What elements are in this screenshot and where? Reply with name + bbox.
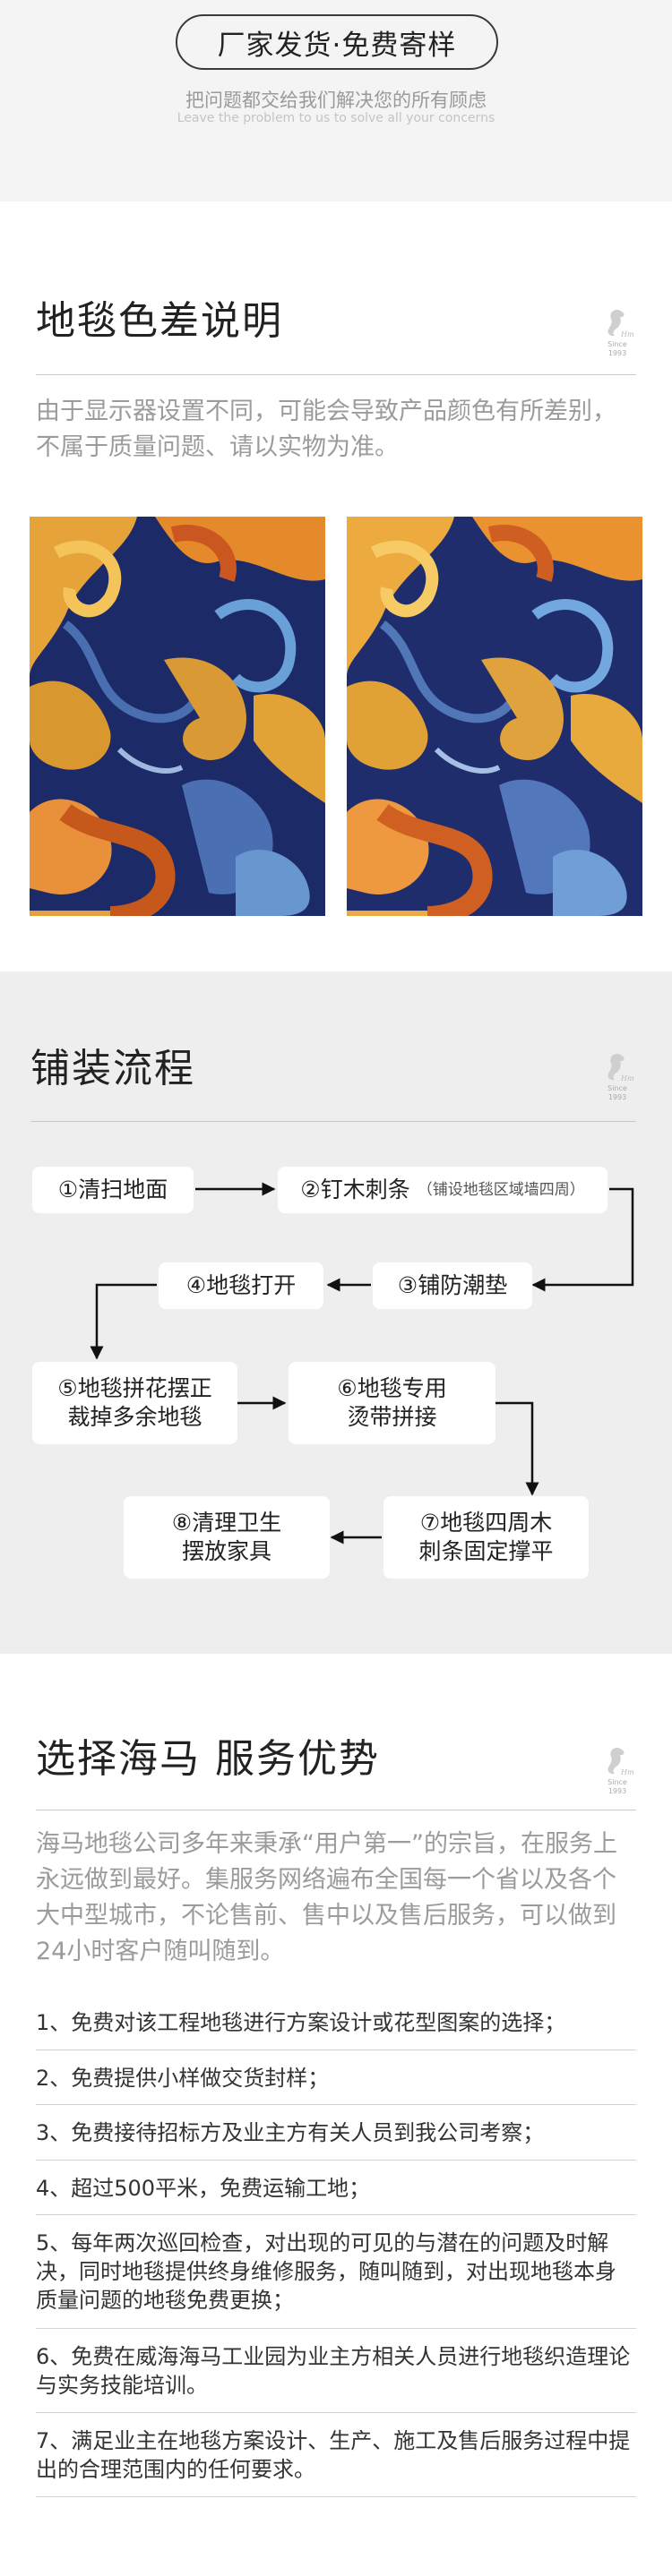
services-description: 海马地毯公司多年来秉承“用户第一”的宗旨，在服务上永远做到最好。集服务网络遍布全… — [36, 1830, 617, 1965]
color-diff-description: 由于显示器设置不同，可能会导致产品颜色有所差别，不属于质量问题、请以实物为准。 — [36, 398, 616, 461]
brand-logo: Hm Since 1993 — [598, 1744, 637, 1795]
flow-step-8: ⑧清理卫生 摆放家具 — [124, 1496, 330, 1579]
service-divider — [36, 2328, 636, 2329]
flow-step-5: ⑤地毯拼花摆正 裁掉多余地毯 — [32, 1362, 237, 1444]
banner-subtitle: 把问题都交给我们解决您的所有顾虑 — [185, 90, 487, 111]
logo-caption: Since 1993 — [607, 1084, 627, 1101]
banner-subtitle-en: Leave the problem to us to solve all you… — [177, 111, 495, 125]
service-divider — [36, 2214, 636, 2215]
flow-arrows — [90, 1182, 634, 1545]
flow-step-1: ①清扫地面 — [32, 1167, 194, 1213]
color-diff-title: 地毯色差说明 — [36, 298, 283, 344]
flow-step-7: ⑦地毯四周木 刺条固定撑平 — [383, 1496, 589, 1579]
service-item: 5、每年两次巡回检查，对出现的可见的与潜在的问题及时解决，同时地毯提供终身维修服… — [36, 2230, 616, 2313]
brand-logo: Hm Since 1993 — [598, 1050, 637, 1101]
service-item: 4、超过500平米，免费运输工地； — [36, 2176, 371, 2201]
logo-caption: Since 1993 — [607, 1778, 627, 1795]
flow-step-line2: 烫带拼接 — [347, 1404, 437, 1430]
free-sample-badge: 厂家发货·免费寄样 — [176, 14, 498, 70]
flow-step-6: ⑥地毯专用 烫带拼接 — [289, 1362, 495, 1444]
flow-step-line1: ⑧清理卫生 — [171, 1510, 282, 1536]
flow-step-note: （铺设地毯区域墙四周） — [417, 1181, 585, 1199]
install-section: 铺装流程 Hm Since 1993 — [0, 971, 672, 1654]
service-divider — [36, 2160, 636, 2161]
flow-step-line2: 裁掉多余地毯 — [67, 1404, 202, 1430]
brand-logo: Hm Since 1993 — [598, 306, 637, 357]
services-title: 选择海马 服务优势 — [36, 1736, 380, 1782]
flow-step-4: ④地毯打开 — [159, 1262, 323, 1309]
section-divider — [30, 1121, 636, 1122]
logo-caption: Since 1993 — [607, 340, 627, 357]
flow-step-line1: ⑥地毯专用 — [337, 1375, 447, 1401]
svg-text:Hm: Hm — [620, 1768, 634, 1776]
service-item: 2、免费提供小样做交货封样； — [36, 2066, 330, 2091]
seahorse-logo-icon: Hm — [607, 1054, 634, 1083]
top-banner: 厂家发货·免费寄样 把问题都交给我们解决您的所有顾虑 Leave the pro… — [0, 0, 672, 201]
flow-step-line1: ⑦地毯四周木 — [419, 1510, 553, 1536]
service-item: 1、免费对该工程地毯进行方案设计或花型图案的选择； — [36, 2010, 566, 2035]
flow-step-2: ②钉木刺条 （铺设地毯区域墙四周） — [278, 1167, 607, 1213]
carpet-sample-image-left — [30, 517, 325, 916]
install-title: 铺装流程 — [30, 1046, 195, 1091]
service-item: 7、满足业主在地毯方案设计、生产、施工及售后服务过程中提出的合理范围内的任何要求… — [36, 2428, 631, 2482]
svg-text:Hm: Hm — [620, 1074, 634, 1083]
flow-step-line2: 刺条固定撑平 — [418, 1538, 554, 1564]
service-item: 6、免费在威海海马工业园为业主方相关人员进行地毯织造理论与实务技能培训。 — [36, 2344, 631, 2398]
service-item: 3、免费接待招标方及业主方有关人员到我公司考察； — [36, 2120, 545, 2145]
seahorse-logo-icon: Hm — [607, 310, 634, 338]
seahorse-logo-icon: Hm — [607, 1748, 634, 1776]
flow-step-label: ①清扫地面 — [57, 1177, 168, 1202]
carpet-sample-image-right — [347, 517, 642, 916]
flow-step-label: ②钉木刺条 — [300, 1177, 410, 1202]
section-divider — [36, 374, 636, 375]
flow-step-label: ③铺防潮垫 — [397, 1272, 508, 1298]
service-divider — [36, 2412, 636, 2413]
flow-step-label: ④地毯打开 — [185, 1272, 297, 1298]
flow-step-line2: 摆放家具 — [181, 1538, 271, 1564]
service-divider — [36, 2104, 636, 2105]
flow-step-line1: ⑤地毯拼花摆正 — [57, 1375, 212, 1401]
service-divider — [36, 2496, 636, 2497]
flow-step-3: ③铺防潮垫 — [373, 1262, 532, 1309]
svg-text:Hm: Hm — [620, 330, 634, 338]
